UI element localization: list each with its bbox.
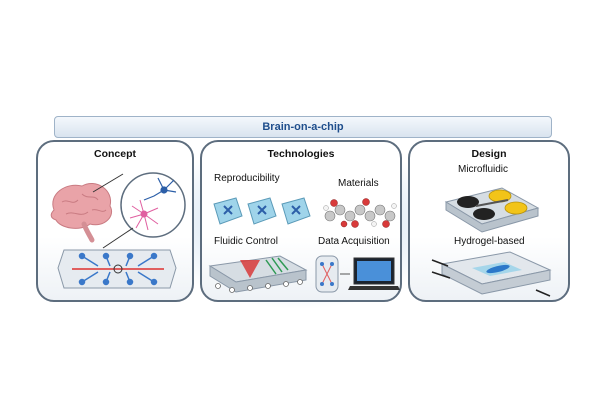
concept-panel: Concept	[36, 140, 194, 302]
concept-chip-illustration	[57, 249, 177, 289]
diagram-title: Brain-on-a-chip	[54, 116, 552, 138]
reproducibility-chips-illustration	[213, 197, 311, 225]
laptop-icon	[348, 257, 400, 290]
brain-illustration	[50, 183, 112, 243]
materials-molecule-illustration	[323, 198, 397, 228]
hydrogel-based-label: Hydrogel-based	[454, 236, 525, 247]
pink-neuron-icon	[129, 199, 159, 231]
zoom-connector	[92, 173, 134, 249]
neuron-zoom-circle	[120, 172, 186, 238]
blue-neuron-icon	[143, 177, 177, 201]
technologies-panel: Technologies Reproducibility Materials F…	[200, 140, 402, 302]
fluidic-control-illustration	[208, 255, 308, 293]
technologies-title: Technologies	[267, 148, 335, 160]
chip-icon	[247, 197, 277, 225]
chip-icon	[281, 197, 311, 225]
materials-label: Materials	[338, 178, 379, 189]
microfluidic-label: Microfluidic	[458, 164, 509, 175]
hydrogel-device-illustration	[431, 251, 552, 297]
microfluidic-device-illustration	[444, 187, 540, 233]
reproducibility-label: Reproducibility	[214, 173, 280, 184]
data-acquisition-illustration	[315, 255, 400, 293]
data-acquisition-label: Data Acquisition	[318, 236, 390, 247]
design-panel: Design Microfluidic Hydrogel-based	[408, 140, 570, 302]
concept-title: Concept	[94, 148, 136, 160]
chip-icon	[213, 197, 243, 225]
fluidic-control-label: Fluidic Control	[214, 236, 278, 247]
design-title: Design	[471, 148, 507, 160]
